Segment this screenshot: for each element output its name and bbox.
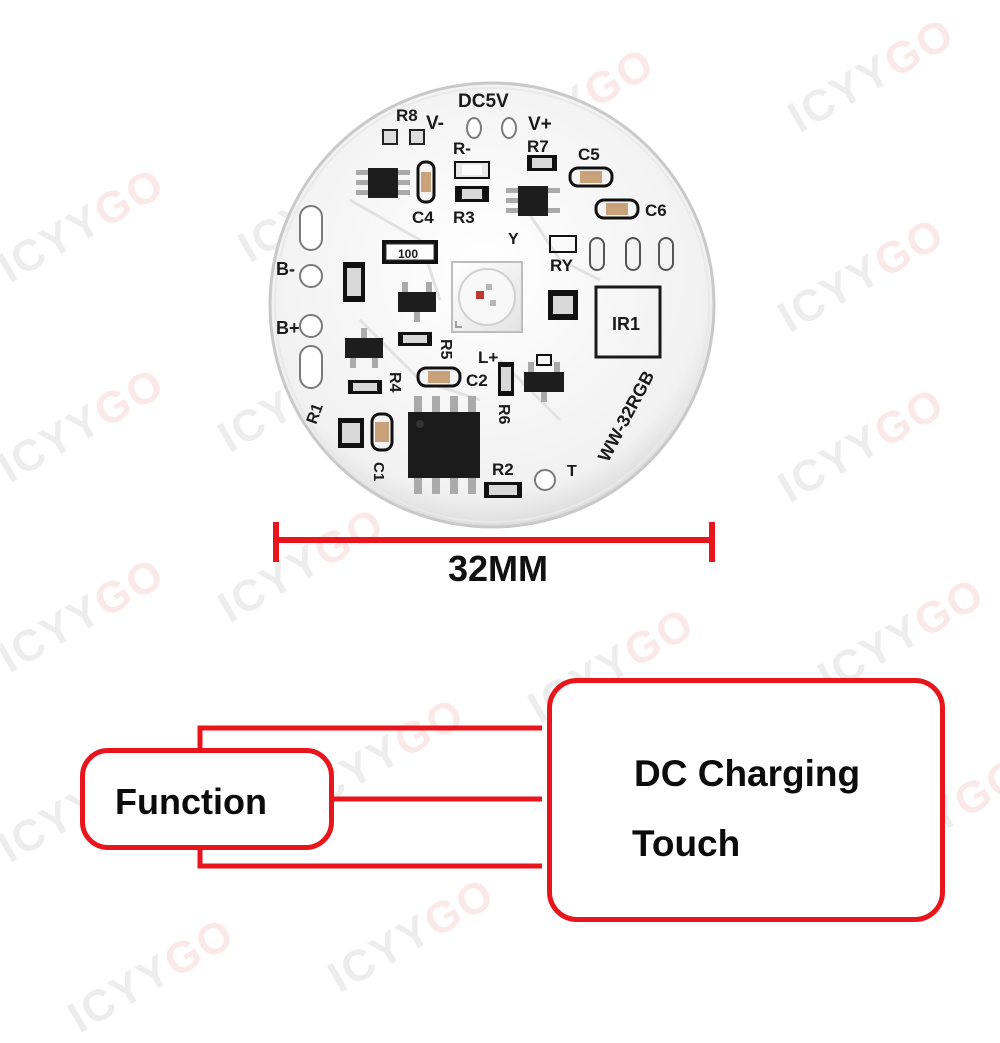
label-c1: C1 [370,462,387,481]
dimension-marker [273,522,715,562]
resistor-ry [549,235,577,253]
ir1-outline [594,285,662,359]
pad-hole-v-minus [466,117,482,139]
pcb-board: DC5V V- V+ R8 R- R7 C5 C4 R3 C6 Y RY B- … [268,81,716,529]
label-c4: C4 [412,208,434,227]
features-box: DC Charging Touch [547,678,945,922]
smd-pad [409,129,425,145]
ic-sot23-left [356,168,410,198]
label-b-plus: B+ [276,318,300,338]
label-r6: R6 [495,404,512,425]
label-b-minus: B- [276,259,295,279]
transistor-left-mid [345,328,383,368]
label-c6: C6 [645,201,667,220]
label-r7: R7 [527,137,549,156]
label-ry: RY [550,256,574,275]
label-r-minus: R- [453,139,471,158]
function-box: Function [80,748,334,850]
pad-hole-b-plus [299,314,323,338]
pad-hole-slot [299,205,323,251]
label-y: Y [508,231,519,248]
dimension-label: 32MM [447,548,549,589]
rgb-led [451,261,523,333]
label-r8: R8 [396,106,418,125]
feature-touch: Touch [632,823,741,864]
label-v-minus: V- [426,113,444,134]
transistor-right [524,362,564,402]
pad-hole-t [534,469,556,491]
label-c2: C2 [466,371,488,390]
ir-pads [589,237,674,271]
transistor-left-top [398,282,436,322]
label-r3: R3 [453,208,475,227]
product-image: ICYYGO ICYYGO ICYYGO ICYYGO ICYYGO ICYYG… [0,8,1000,1042]
function-label: Function [115,781,267,822]
smd-pad [382,129,398,145]
connector-top [197,725,542,748]
connector-bottom [197,850,542,869]
connector-lines [197,725,542,869]
label-r2: R2 [492,460,514,479]
label-r1: R1 [304,401,327,426]
ic-sot23-y [506,186,560,216]
label-v-plus: V+ [528,114,552,135]
label-r5: R5 [437,339,454,360]
feature-dc-charging: DC Charging [634,753,861,794]
label-r4: R4 [386,372,403,393]
label-ir1: IR1 [612,314,640,334]
label-t: T [567,463,577,480]
label-resistor-100: 100 [398,247,418,261]
label-c5: C5 [578,145,600,164]
ic-sop8-main [408,396,480,494]
pad-hole-v-plus [501,117,517,139]
label-dc5v: DC5V [458,91,509,112]
pad-hole-slot [299,345,323,389]
label-l-plus: L+ [478,348,498,367]
pad-hole-b-minus [299,264,323,288]
